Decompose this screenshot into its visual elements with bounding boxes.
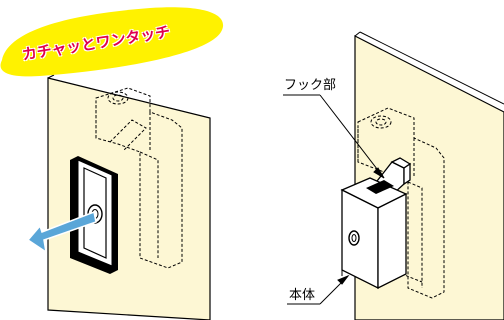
badge-shape xyxy=(0,7,224,77)
pull-arrow xyxy=(26,210,97,254)
hook-label: フック部 xyxy=(284,78,337,93)
body-label: 本体 xyxy=(289,288,316,303)
body-label-leader xyxy=(287,274,350,305)
left-hidden-strike xyxy=(95,87,183,269)
hook-label-leader xyxy=(283,94,385,179)
right-latch-body xyxy=(340,157,412,290)
